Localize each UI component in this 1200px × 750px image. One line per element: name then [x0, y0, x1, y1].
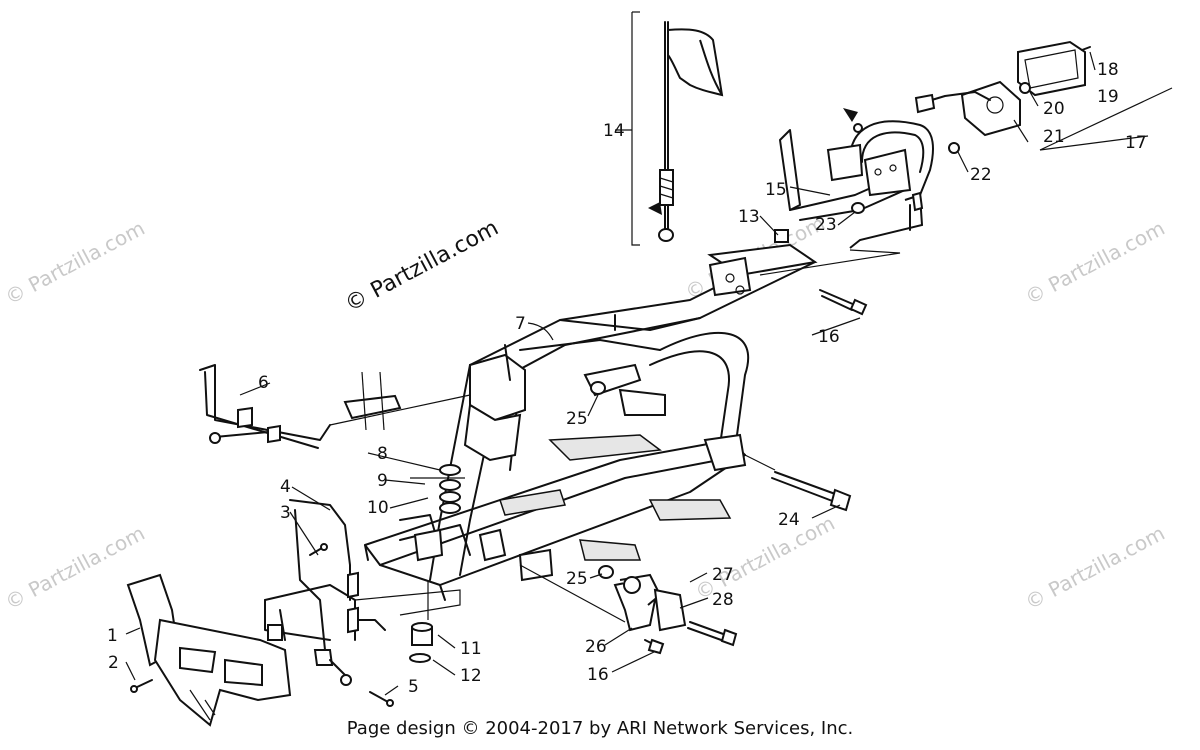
- callout-16-lower: 16: [587, 665, 609, 685]
- callout-7: 7: [515, 314, 526, 334]
- callout-12: 12: [460, 666, 482, 686]
- callout-22: 22: [970, 165, 992, 185]
- faint-watermark: © Partzilla.com: [1021, 521, 1169, 615]
- callout-11: 11: [460, 639, 482, 659]
- main-frame: [364, 243, 818, 601]
- rear-rack-part: [759, 108, 934, 276]
- rack-hardware: [774, 202, 865, 243]
- callout-21: 21: [1043, 127, 1065, 147]
- page-design-footer: Page design © 2004-2017 by ARI Network S…: [346, 718, 854, 739]
- callout-18: 18: [1097, 60, 1119, 80]
- callout-19: 19: [1097, 87, 1119, 107]
- bolt-upper: [819, 289, 868, 316]
- callout-16-upper: 16: [818, 327, 840, 347]
- callout-labels: 1 2 3 4 5 6 7 8 9 10 11 12 13 14 15 16 1…: [107, 60, 1147, 697]
- callout-25-upper: 25: [566, 409, 588, 429]
- callout-26: 26: [585, 637, 607, 657]
- callout-10: 10: [367, 498, 389, 518]
- callout-13: 13: [738, 207, 760, 227]
- steering-stack-parts: [410, 464, 465, 514]
- faint-watermark: © Partzilla.com: [1, 216, 149, 310]
- callout-23: 23: [815, 215, 837, 235]
- callout-25-lower: 25: [566, 569, 588, 589]
- callout-2: 2: [108, 653, 119, 673]
- callout-9: 9: [377, 471, 388, 491]
- callout-5: 5: [408, 677, 419, 697]
- callout-4: 4: [280, 477, 291, 497]
- flag-part: [615, 11, 724, 246]
- callout-20: 20: [1043, 99, 1065, 119]
- callout-8: 8: [377, 444, 388, 464]
- main-watermark: © Partzilla.com: [341, 216, 503, 318]
- long-bolt-part: [744, 454, 852, 512]
- mount-bracket-parts: [519, 381, 738, 655]
- callout-1: 1: [107, 626, 118, 646]
- bushing-parts: [409, 580, 433, 663]
- taillight-assembly: [914, 40, 1173, 154]
- callout-6: 6: [258, 373, 269, 393]
- faint-watermark: © Partzilla.com: [1, 521, 149, 615]
- callout-24: 24: [778, 510, 800, 530]
- callout-14: 14: [603, 121, 625, 141]
- callout-17: 17: [1125, 133, 1147, 153]
- callout-3: 3: [280, 503, 291, 523]
- faint-watermark: © Partzilla.com: [1021, 216, 1169, 310]
- callout-28: 28: [712, 590, 734, 610]
- leader-lines: [125, 51, 1096, 696]
- front-bracket-part: [199, 364, 471, 449]
- callout-27: 27: [712, 565, 734, 585]
- front-bumper-assembly: [126, 499, 461, 727]
- callout-15: 15: [765, 180, 787, 200]
